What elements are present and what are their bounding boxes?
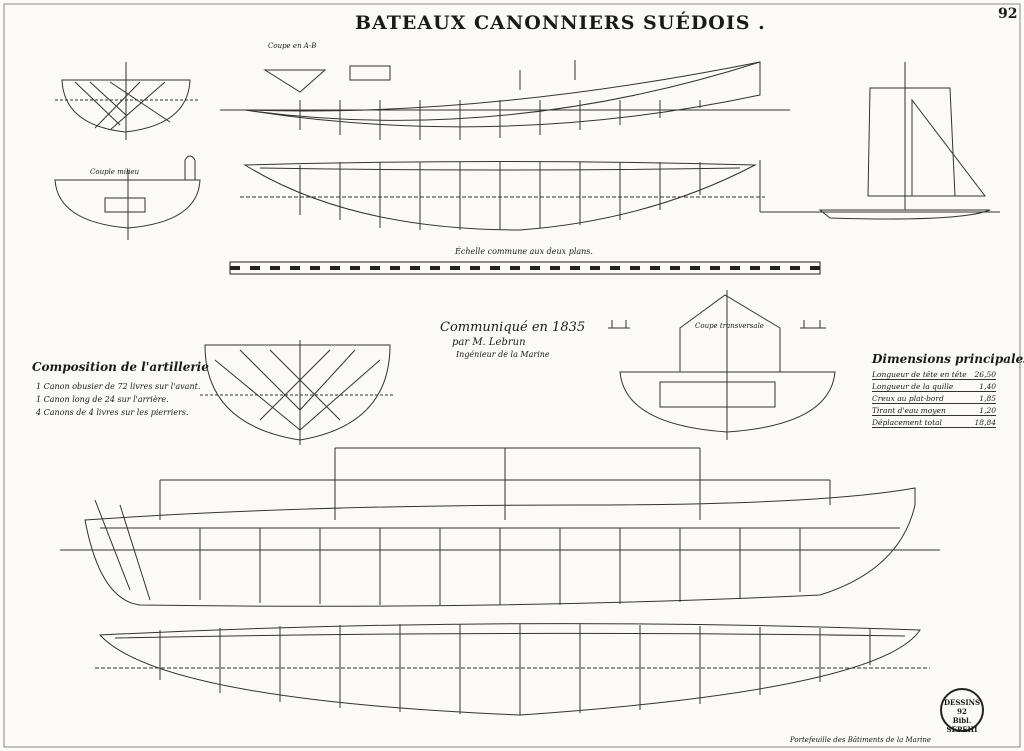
scale-bar — [229, 261, 821, 275]
dimension-label: Creux au plat-bord — [872, 394, 944, 403]
dimension-label: Tirant d'eau moyen — [872, 406, 946, 415]
cross-section-large — [608, 290, 836, 440]
label-coupe: Coupe en A-B — [268, 42, 317, 50]
artillery-title: Composition de l'artillerie — [32, 360, 209, 374]
communication-line1: Communiqué en 1835 — [440, 320, 586, 335]
top-profile — [220, 60, 790, 140]
artillery-item: 1 Canon obusier de 72 livres sur l'avant… — [36, 382, 201, 391]
inboard-profile — [60, 447, 940, 607]
dimension-row: Déplacement total 18,84 — [872, 418, 996, 428]
stamp-line3: Bibl. SEPEHI — [946, 716, 978, 734]
dimension-value: 18,84 — [974, 418, 996, 427]
communication-line3: Ingénieur de la Marine — [456, 350, 550, 359]
dimension-label: Déplacement total — [872, 418, 942, 427]
artillery-item: 4 Canons de 4 livres sur les pierriers. — [36, 408, 189, 417]
sheet-border — [3, 3, 1021, 748]
body-plan-large — [200, 340, 395, 445]
dimension-row: Longueur de tête en tête 26,50 — [872, 370, 996, 380]
footer-imprint: Portefeuille des Bâtiments de la Marine — [790, 736, 932, 744]
dimension-row: Tirant d'eau moyen 1,20 — [872, 406, 996, 416]
plate-number: 92 — [998, 6, 1018, 22]
stamp-line2: 92 — [957, 707, 967, 716]
dimension-row: Longueur de la quille 1,40 — [872, 382, 996, 392]
artillery-item: 1 Canon long de 24 sur l'arrière. — [36, 395, 169, 404]
dimension-value: 1,20 — [979, 406, 996, 415]
sheet-title: BATEAUX CANONNIERS SUÉDOIS . — [355, 12, 766, 34]
label-couple-milieu: Couple milieu — [90, 168, 140, 176]
dimension-row: Creux au plat-bord 1,85 — [872, 394, 996, 404]
dimensions-title: Dimensions principales — [872, 352, 1024, 366]
bottom-plan — [95, 623, 930, 716]
plan-view — [240, 161, 765, 231]
body-plan-small — [55, 62, 200, 140]
communication-line2: par M. Lebrun — [452, 337, 526, 348]
scale-caption: Échelle commune aux deux plans. — [455, 247, 593, 256]
dimension-value: 1,40 — [979, 382, 996, 391]
sail-plan — [759, 62, 1000, 220]
midship-section-small — [54, 155, 201, 240]
dimension-value: 26,50 — [974, 370, 996, 379]
dimension-label: Longueur de tête en tête — [872, 370, 967, 379]
library-stamp: DESSINS 92 Bibl. SEPEHI — [940, 688, 984, 734]
label-coupe-transversale: Coupe transversale — [695, 322, 764, 330]
dimension-label: Longueur de la quille — [872, 382, 954, 391]
dimension-value: 1,85 — [979, 394, 996, 403]
stamp-line1: DESSINS — [943, 698, 981, 707]
